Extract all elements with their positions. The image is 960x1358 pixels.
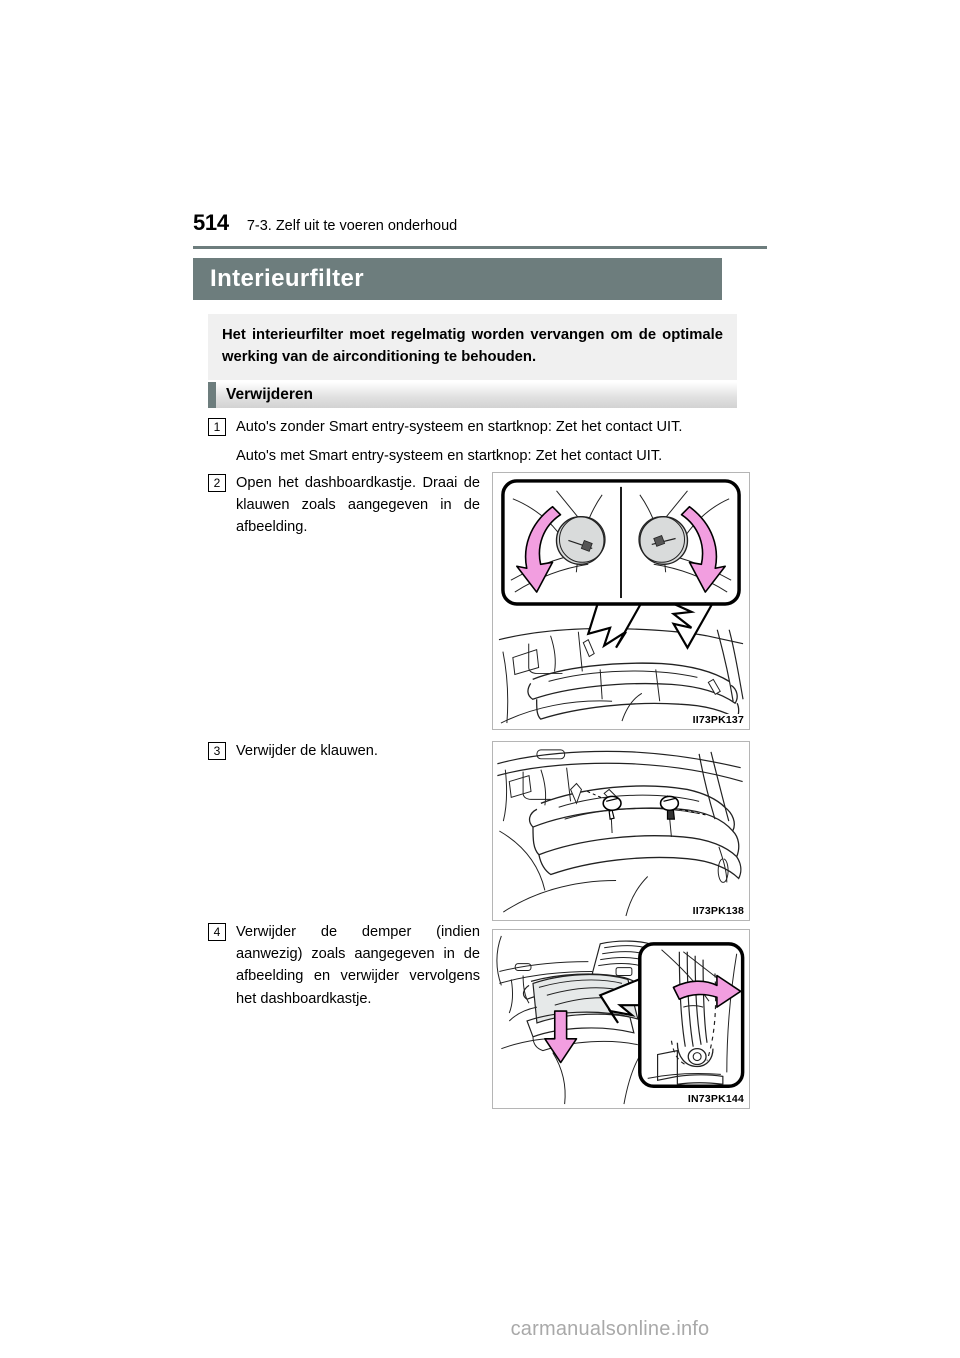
figure-1-illustration [498,479,744,724]
subsection-accent-bar [208,382,216,408]
figure-2-illustration [497,749,743,917]
step-text: Auto's zonder Smart entry-systeem en sta… [236,416,746,467]
step-1-line-1: Auto's zonder Smart entry-systeem en sta… [236,419,683,435]
figure-glovebox-claws: II73PK137 [492,472,750,730]
step-item-1: 1 Auto's zonder Smart entry-systeem en s… [208,416,748,467]
subsection-label: Verwijderen [226,386,314,403]
figure-code: IN73PK144 [686,1093,745,1105]
step-number-badge: 4 [208,923,226,941]
step-1-line-2: Auto's met Smart entry-systeem en startk… [236,448,663,465]
figure-damper-removal: IN73PK144 [492,929,750,1109]
step-number-badge: 3 [208,742,226,760]
step-item-4: 4 Verwijder de demper (indien aanwezig) … [208,921,480,1010]
step-text: Open het dashboardkastje. Draai de klauw… [236,475,480,536]
section-title-bar: Interieurfilter [193,258,722,300]
header-section-title: 7-3. Zelf uit te voeren onderhoud [246,218,458,234]
step-text: Verwijder de demper (indien aanwezig) zo… [236,924,480,1007]
intro-text: Het interieurfilter moet regelmatig word… [222,327,723,366]
figure-code: II73PK138 [691,905,745,917]
figure-3-illustration [496,935,745,1105]
page-header: 514 7-3. Zelf uit te voeren onderhoud [193,212,767,242]
watermark-text: carmanualsonline.info [510,1318,710,1340]
intro-callout: Het interieurfilter moet regelmatig word… [208,314,737,381]
step-number-badge: 2 [208,474,226,492]
step-item-3: 3 Verwijder de klauwen. [208,740,480,762]
step-text: Verwijder de klauwen. [236,743,378,759]
step-item-2: 2 Open het dashboardkastje. Draai de kla… [208,472,480,539]
figure-claws-removal: II73PK138 [492,741,750,921]
subsection-header: Verwijderen [208,382,737,408]
watermark: carmanualsonline.info [0,1318,960,1341]
page-number: 514 [193,210,229,235]
header-divider [193,246,767,249]
figure-code: II73PK137 [691,714,745,726]
section-title: Interieurfilter [210,265,365,292]
step-number-badge: 1 [208,418,226,436]
